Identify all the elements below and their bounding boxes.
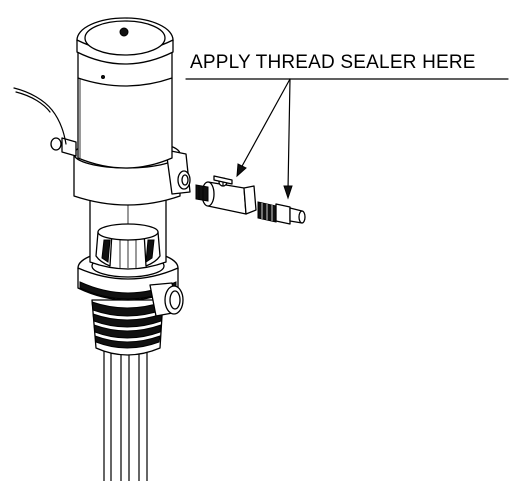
suction-tube: [103, 349, 148, 482]
callout-leader: [185, 78, 509, 200]
threaded-bung: [91, 299, 164, 356]
side-port: [149, 282, 184, 317]
cage-body: [89, 195, 167, 270]
power-cable: [13, 87, 67, 145]
callout-label: APPLY THREAD SEALER HERE: [190, 52, 476, 73]
motor-cylinder: [76, 17, 174, 169]
valve-fitting: [195, 175, 257, 215]
hose-nipple: [257, 201, 306, 225]
